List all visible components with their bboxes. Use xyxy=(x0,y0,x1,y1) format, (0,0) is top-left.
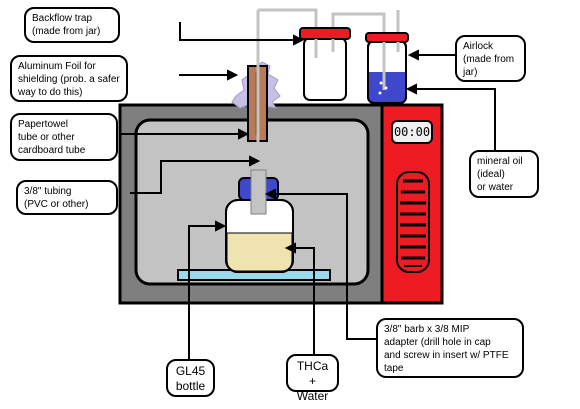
label-tubing: 3/8" tubing (PVC or other) xyxy=(16,180,118,215)
label-adapter: 3/8" barb x 3/8 MIP adapter (drill hole … xyxy=(376,318,524,378)
backflow-trap-jar xyxy=(299,27,351,101)
label-airlock: Airlock (made from jar) xyxy=(455,35,526,82)
label-gl45-bottle: GL45 bottle xyxy=(166,359,215,397)
leader-lines xyxy=(119,22,496,370)
label-papertowel-tube: Papertowel tube or other cardboard tube xyxy=(10,113,118,161)
label-backflow-trap: Backflow trap (made from jar) xyxy=(24,7,120,43)
label-thca-water: THCa + Water xyxy=(286,354,339,403)
label-aluminum-foil: Aluminum Foil for shielding (prob. a saf… xyxy=(10,55,128,102)
label-mineral-oil: mineral oil (ideal) or water xyxy=(469,150,539,198)
vent-grille xyxy=(396,171,430,273)
airlock-jar xyxy=(365,32,409,104)
microwave-timer-display: 00:00 xyxy=(391,120,433,144)
